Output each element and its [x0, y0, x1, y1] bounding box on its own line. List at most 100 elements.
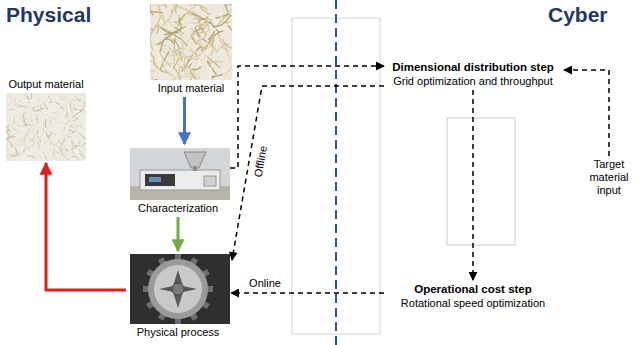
fibre: [48, 138, 54, 142]
fibre: [170, 63, 180, 64]
node-text: Grid optimization and throughput: [384, 75, 562, 88]
fibre: [48, 109, 56, 110]
fibre: [72, 149, 75, 155]
fibre: [81, 112, 86, 114]
fibre: [50, 142, 52, 144]
fibre: [79, 141, 81, 146]
fibre: [209, 65, 213, 76]
fibre: [28, 138, 34, 141]
fibre: [187, 4, 193, 6]
fibre: [184, 13, 194, 16]
node-text: Input material: [146, 82, 236, 95]
fibre: [8, 140, 12, 147]
fibre: [76, 109, 82, 114]
fibre: [16, 143, 23, 145]
input-material-node: Input material: [146, 2, 236, 95]
fibre: [7, 136, 14, 139]
node-text: Rotational speed optimization: [384, 297, 562, 310]
fibre: [77, 151, 79, 155]
fibre: [208, 61, 216, 63]
fibre: [60, 154, 68, 155]
fibre: [17, 156, 19, 158]
fibre: [205, 55, 220, 67]
fibre: [19, 130, 23, 135]
fibre: [18, 153, 19, 158]
target-input-node: Target material input: [582, 158, 636, 197]
fibre: [74, 100, 78, 102]
fibre: [65, 99, 66, 103]
fibre: [52, 133, 57, 134]
fibre: [52, 116, 54, 119]
fibre: [192, 13, 210, 23]
fibre: [74, 145, 77, 146]
fibre: [50, 117, 51, 124]
fibre: [13, 129, 18, 130]
hub: [172, 283, 184, 295]
fibre: [53, 112, 58, 114]
edge-label: Online: [247, 277, 283, 290]
fibre: [15, 151, 16, 154]
fibre: [190, 69, 195, 79]
fibre: [8, 109, 14, 111]
fibre: [38, 142, 40, 150]
characterization-node: Characterization: [126, 146, 230, 215]
node-text: Output material: [3, 78, 89, 91]
cyber-step-node: Operational cost stepRotational speed op…: [384, 282, 562, 310]
fibre: [15, 98, 17, 105]
fibre: [7, 148, 9, 151]
fibre: [162, 9, 173, 26]
fibre: [44, 111, 52, 113]
fibre: [21, 128, 26, 131]
fibre: [16, 100, 20, 104]
fibre: [181, 76, 199, 78]
fibre: [179, 67, 188, 68]
fibre: [79, 133, 85, 140]
fibre: [66, 106, 68, 109]
fibre: [155, 80, 175, 81]
instrument-panel: [145, 174, 175, 186]
fibre: [74, 118, 78, 120]
fibre: [50, 150, 54, 154]
fibre: [192, 67, 201, 70]
section-title: Physical: [6, 3, 91, 27]
fibre: [43, 103, 48, 109]
fibre: [70, 102, 72, 107]
fibre: [220, 46, 229, 61]
data-arrow: [472, 90, 474, 280]
fibre: [62, 139, 65, 145]
fibre: [11, 110, 16, 115]
fibre: [74, 127, 81, 129]
fibre: [154, 4, 172, 5]
fibre: [37, 110, 41, 112]
tray: [204, 176, 216, 186]
fibre: [221, 4, 223, 20]
fibre: [65, 157, 70, 161]
fibre: [69, 130, 73, 131]
fibre: [24, 145, 29, 150]
fibre: [6, 156, 7, 157]
fibre: [150, 8, 153, 15]
fibre: [151, 11, 163, 13]
fibre: [18, 116, 21, 120]
fibre: [43, 142, 46, 147]
fibre: [8, 154, 14, 155]
cyber-frame: [447, 118, 515, 245]
feeder: [193, 166, 197, 171]
fibre: [206, 18, 210, 33]
fibre: [65, 115, 72, 116]
photo-ground: [130, 148, 230, 200]
fibre: [24, 115, 25, 123]
fibre: [6, 126, 9, 127]
fibre: [150, 70, 155, 72]
fibre: [67, 116, 69, 122]
fibre: [26, 152, 33, 155]
fibre: [15, 132, 18, 138]
fibre: [62, 155, 64, 158]
output-material-photo: [6, 93, 86, 161]
fibre: [23, 137, 28, 141]
flow-arrow: [183, 97, 186, 144]
fibre: [161, 27, 178, 33]
fibre: [30, 116, 32, 123]
node-text: Dimensional distribution step: [384, 60, 562, 75]
